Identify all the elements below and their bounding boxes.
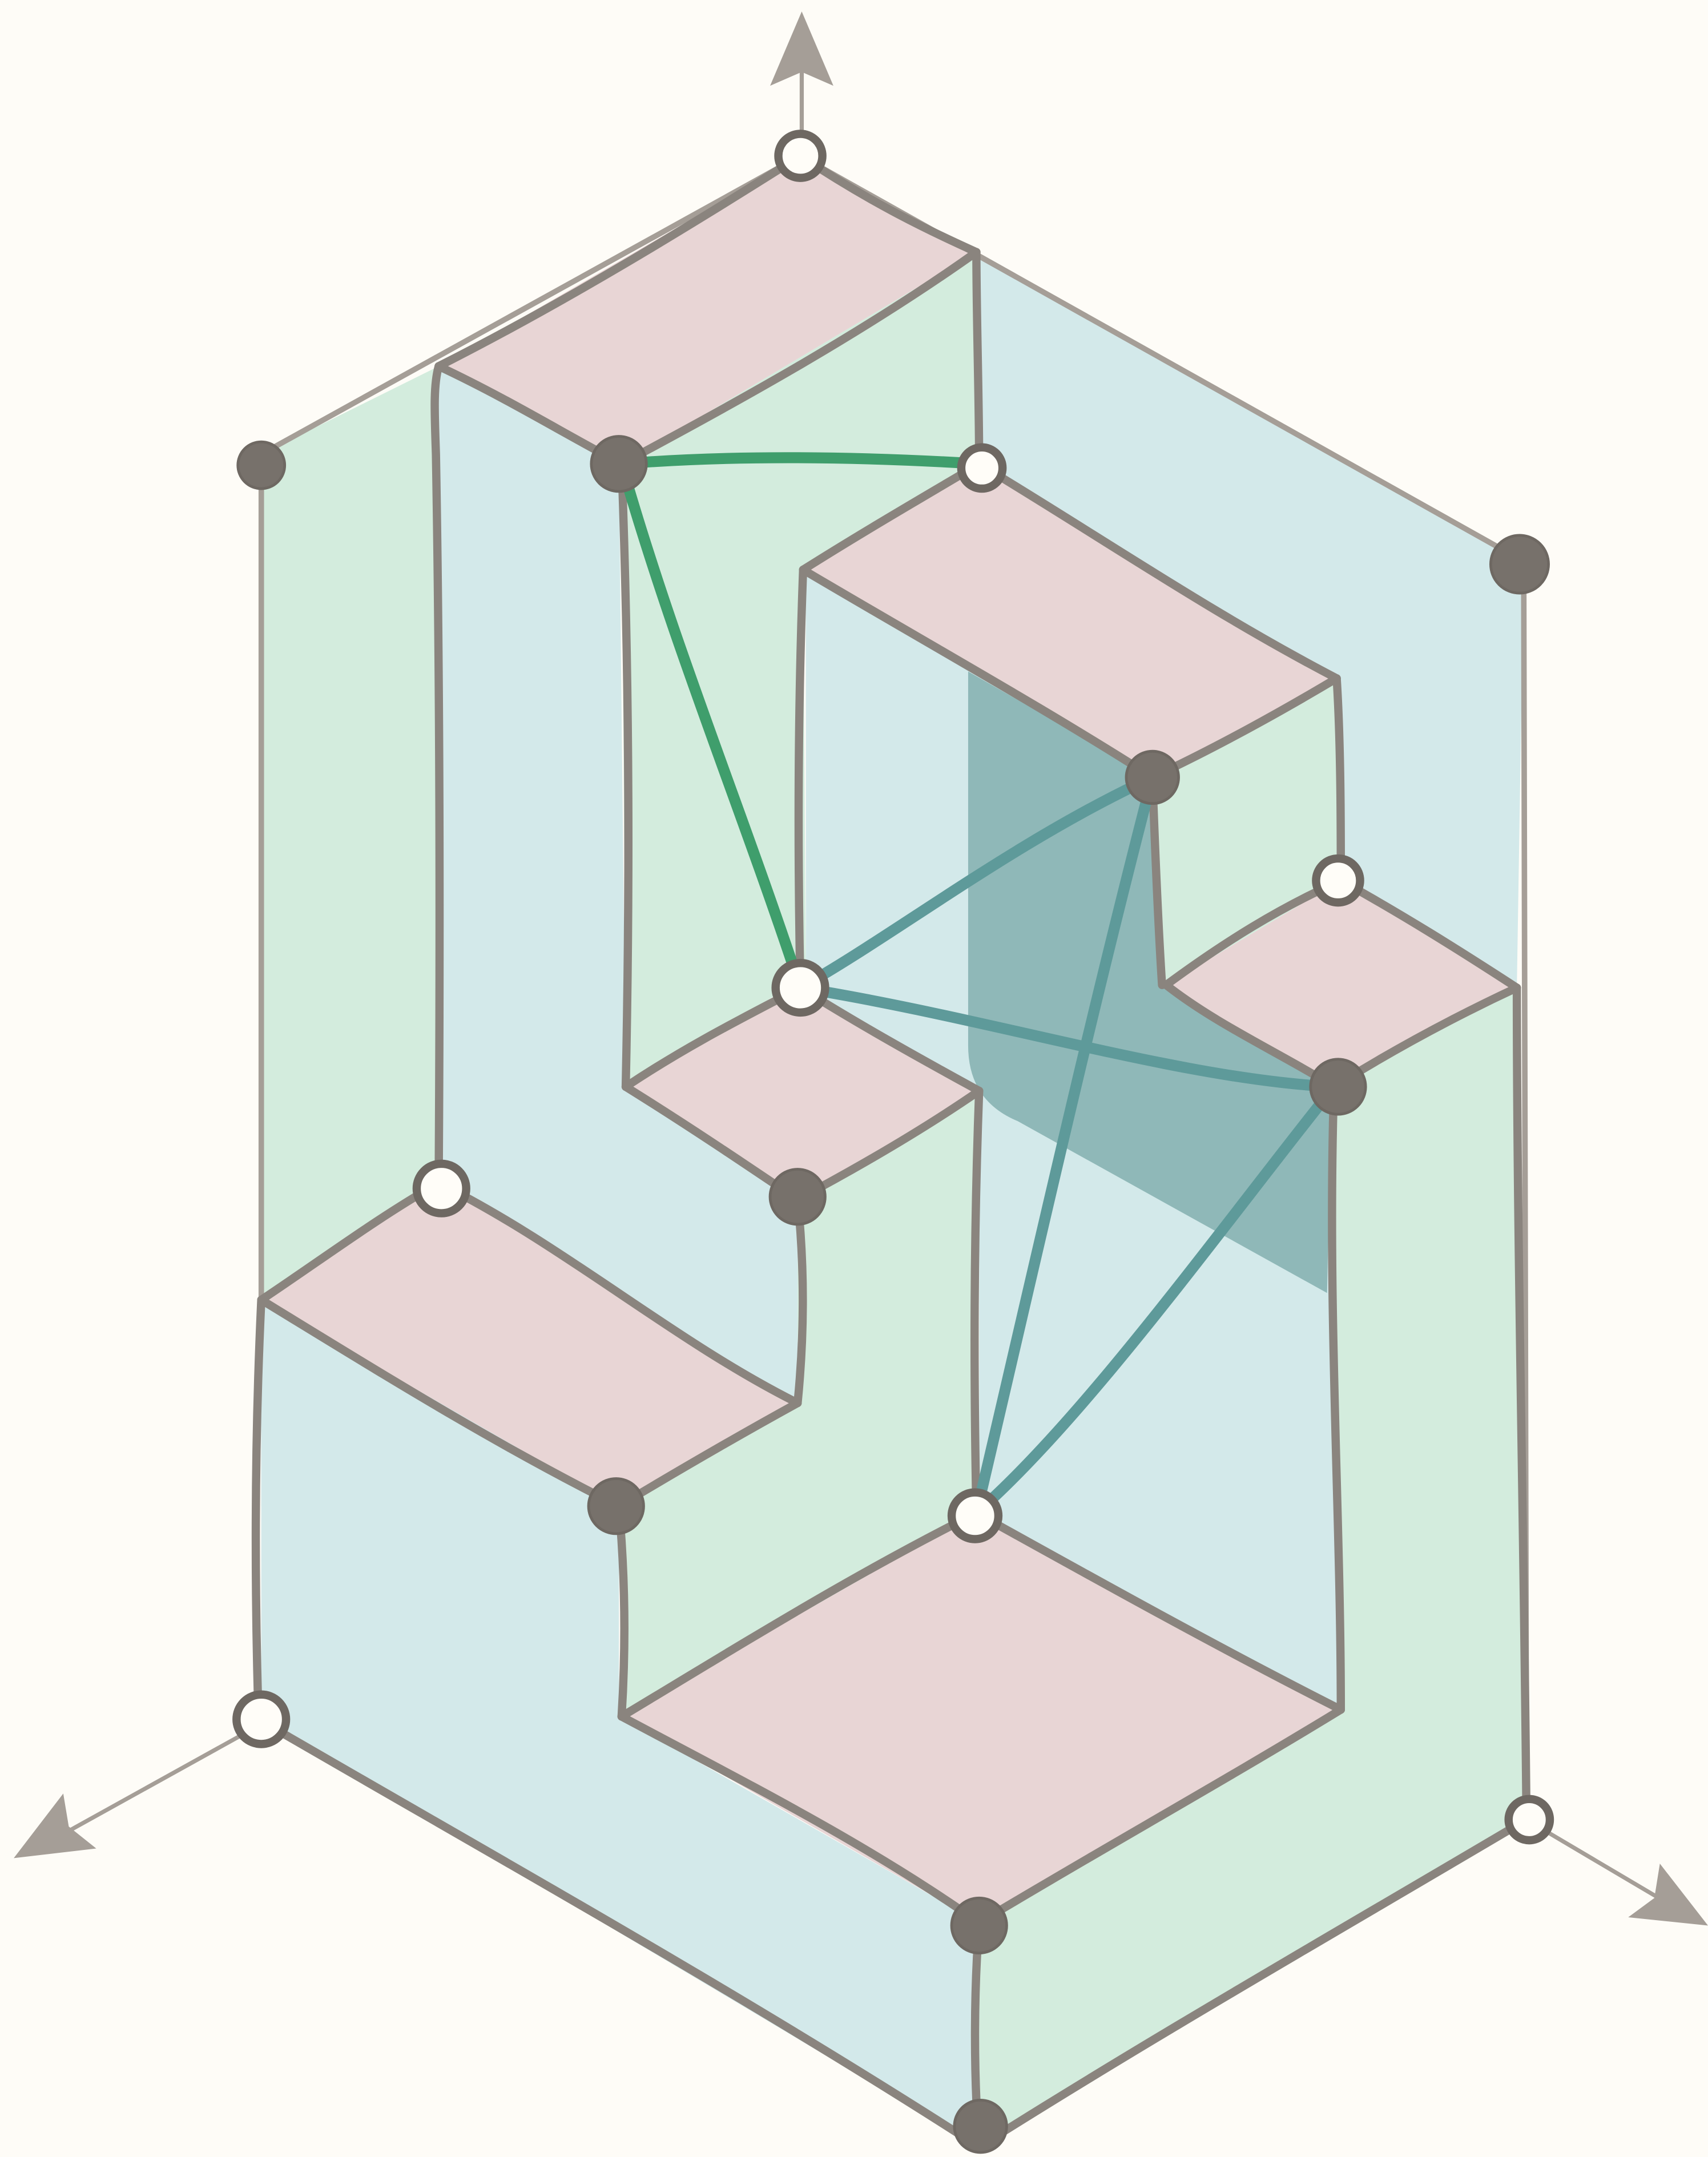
filled-vertex [952,1898,1006,1953]
hollow-vertex [779,134,823,178]
filled-vertex [591,436,646,491]
right-face-outer-left [261,366,439,1300]
filled-vertex [1126,751,1179,804]
edge-col-h [974,1091,979,1513]
filled-vertex [1311,1059,1365,1114]
filled-vertex [1491,535,1548,593]
edge-col-a [435,366,440,1183]
edge-col-c [976,252,979,464]
hollow-vertex [1316,858,1360,902]
hollow-vertex [776,963,825,1013]
filled-vertex [954,2100,1007,2152]
hollow-vertex [236,1695,286,1744]
hollow-vertex [1509,1799,1550,1840]
hollow-vertex [961,447,1002,489]
edge-col-e [1337,678,1341,880]
green-link-top [622,458,979,464]
edge-col-d [799,570,803,987]
hollow-vertex [417,1164,466,1213]
filled-vertex [770,1169,825,1224]
filled-vertex [589,1479,643,1534]
filled-vertex [238,442,285,489]
hollow-vertex [952,1493,998,1539]
